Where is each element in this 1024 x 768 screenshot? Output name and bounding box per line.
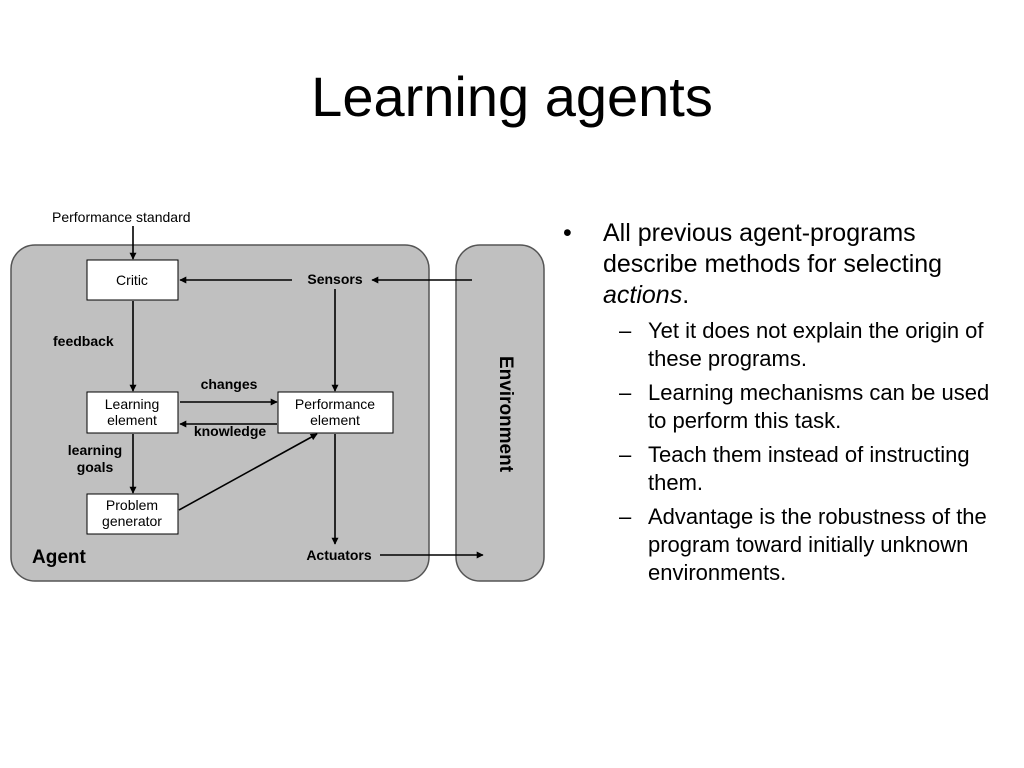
environment-panel xyxy=(455,244,545,582)
sub-bullet-item: – Yet it does not explain the origin of … xyxy=(563,317,1003,373)
learning-goals-label-line1: learning xyxy=(68,442,122,458)
sub-bullet-text: Yet it does not explain the origin of th… xyxy=(648,318,984,371)
problem-generator-box xyxy=(86,493,179,535)
main-bullet-text: All previous agent-programs describe met… xyxy=(603,219,943,278)
performance-element-label-line1: Performance xyxy=(295,396,375,412)
performance-standard-label: Performance standard xyxy=(52,209,191,225)
problem-generator-label-line2: generator xyxy=(102,513,162,529)
sub-bullet-item: – Learning mechanisms can be used to per… xyxy=(563,379,1003,435)
feedback-label: feedback xyxy=(53,333,114,349)
sub-bullet-text: Advantage is the robustness of the progr… xyxy=(648,504,987,585)
sub-bullet-list: – Yet it does not explain the origin of … xyxy=(563,317,1003,587)
sensors-label: Sensors xyxy=(307,271,362,287)
sub-bullet-text: Learning mechanisms can be used to perfo… xyxy=(648,380,990,433)
bullet-item-main: • All previous agent-programs describe m… xyxy=(563,218,1003,311)
learning-agent-diagram: Performance standard Critic Sensors feed… xyxy=(10,209,545,582)
sub-bullet-item: – Teach them instead of instructing them… xyxy=(563,441,1003,497)
main-bullet-end: . xyxy=(682,281,690,309)
learning-element-label-line2: element xyxy=(107,412,157,428)
problem-to-performance-arrow xyxy=(178,433,318,511)
knowledge-label: knowledge xyxy=(194,423,267,439)
dash-marker: – xyxy=(619,504,632,529)
sub-bullet-text: Teach them instead of instructing them. xyxy=(648,442,970,495)
critic-box xyxy=(86,259,179,301)
environment-label: Environment xyxy=(495,356,516,473)
slide-title: Learning agents xyxy=(311,65,713,128)
dash-marker: – xyxy=(619,442,632,467)
main-bullet-emphasis: actions xyxy=(603,281,683,309)
bullet-list: • All previous agent-programs describe m… xyxy=(563,218,1003,593)
problem-generator-label-line1: Problem xyxy=(106,497,158,513)
sub-bullet-item: – Advantage is the robustness of the pro… xyxy=(563,503,1003,587)
performance-element-label-line2: element xyxy=(310,412,360,428)
learning-element-box xyxy=(86,391,179,434)
changes-label: changes xyxy=(201,376,258,392)
agent-label: Agent xyxy=(32,547,87,568)
learning-goals-label-line2: goals xyxy=(77,459,114,475)
dash-marker: – xyxy=(619,380,632,405)
learning-element-label-line1: Learning xyxy=(105,396,160,412)
actuators-label: Actuators xyxy=(306,547,372,563)
dash-marker: – xyxy=(619,318,632,343)
performance-element-box xyxy=(277,391,394,434)
critic-label: Critic xyxy=(116,272,148,288)
bullet-dot: • xyxy=(563,219,572,247)
